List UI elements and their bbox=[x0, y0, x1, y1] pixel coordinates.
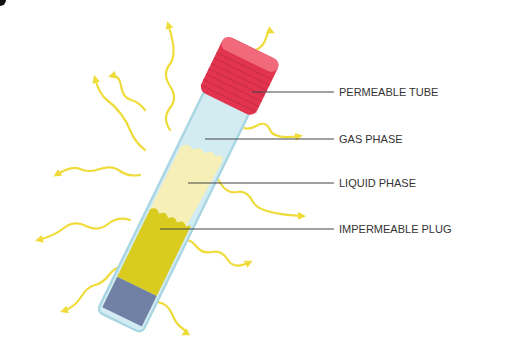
part-label: LIQUID PHASE bbox=[338, 177, 417, 190]
leader-lines bbox=[160, 92, 334, 229]
cap bbox=[198, 35, 281, 118]
tube bbox=[92, 35, 281, 336]
permeation-arrows bbox=[38, 24, 303, 334]
part-label: GAS PHASE bbox=[338, 133, 404, 146]
part-label: PERMEABLE TUBE bbox=[338, 86, 439, 99]
corner-dot bbox=[0, 0, 6, 6]
part-label: IMPERMEABLE PLUG bbox=[338, 223, 452, 236]
